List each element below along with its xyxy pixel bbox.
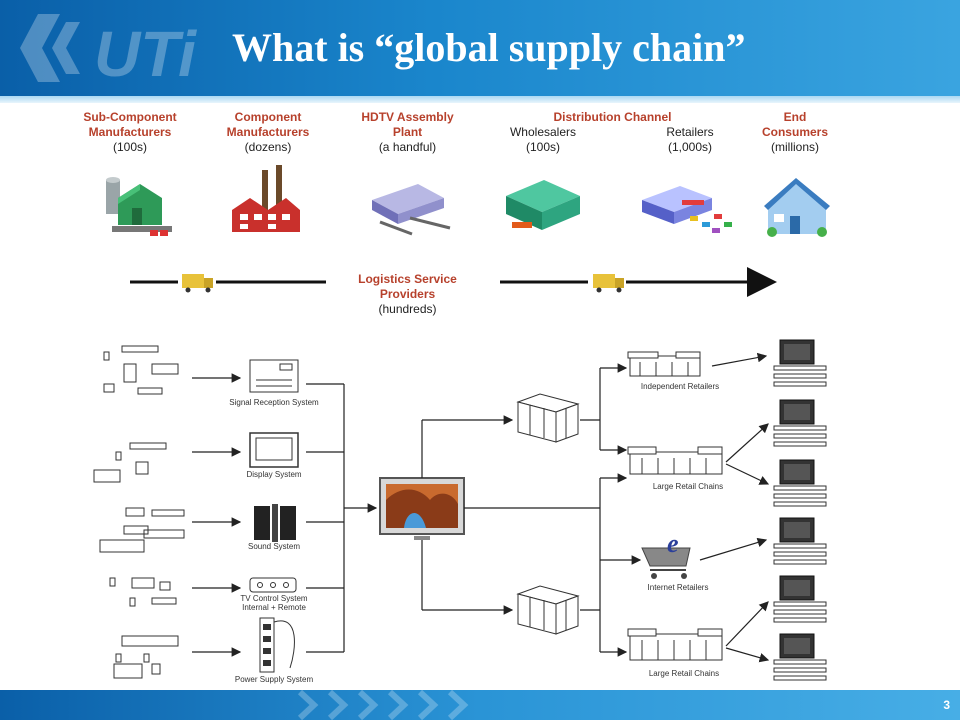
consumer-tv-icon [773, 517, 827, 565]
signal-reception-icon [249, 359, 299, 393]
consumer-tv-icon [773, 459, 827, 507]
stage-heading: Distribution Channel [553, 110, 672, 124]
factory-small-icon [106, 177, 172, 236]
truck-icon [182, 274, 213, 293]
truck-icon [593, 274, 624, 293]
stage-sub: Retailers [666, 125, 714, 139]
stage-heading: Consumers [761, 125, 829, 139]
logistics-label: Logistics Service Providers (hundreds) [345, 272, 470, 317]
factory-large-icon [232, 165, 300, 232]
stage-wholesalers: Wholesalers (100s) [498, 125, 588, 155]
house-icon [764, 178, 830, 237]
stage-heading: Manufacturers [88, 125, 172, 139]
pallet-icon [516, 393, 580, 443]
consumer-lines [699, 352, 770, 663]
stage-count: (100s) [525, 140, 560, 154]
stage-end-consumers: End Consumers (millions) [750, 110, 840, 155]
power-strip-icon [259, 617, 295, 673]
stage-sub-component: Sub-Component Manufacturers (100s) [80, 110, 180, 155]
svg-text:e: e [667, 529, 679, 558]
stage-assembly: HDTV Assembly Plant (a handful) [350, 110, 465, 155]
consumer-tv-icon [773, 339, 827, 387]
uti-logo-icon: UTi [20, 14, 197, 90]
svg-text:UTi: UTi [94, 18, 197, 90]
stage-count: (millions) [771, 140, 819, 154]
internet-retailer-icon: e [641, 529, 691, 579]
display-system-icon [249, 432, 299, 468]
assembly-plant-icon [372, 184, 451, 236]
store-icon [627, 628, 723, 661]
store-icon [627, 446, 723, 475]
logistics-heading: Logistics Service [358, 272, 457, 286]
stage-count: (a handful) [378, 140, 437, 154]
stage-count: (1,000s) [667, 140, 713, 154]
consumer-tv-icon [773, 633, 827, 681]
consumer-tv-icon [773, 575, 827, 623]
header-strip [0, 96, 960, 103]
remote-control-icon [249, 577, 297, 593]
slide-header: UTi What is “global supply chain” [0, 0, 960, 96]
pallet-icon [516, 585, 580, 635]
stage-heading: Component [234, 110, 302, 124]
slide-number: 3 [943, 698, 950, 712]
system-label: Display System [246, 470, 301, 479]
store-icon [627, 351, 701, 377]
stage-sub: Wholesalers [509, 125, 577, 139]
system-label: Signal Reception System [229, 398, 319, 407]
stage-heading: Plant [392, 125, 423, 139]
system-lines [306, 383, 378, 653]
parts-cluster-icon [93, 345, 185, 679]
chevron-pattern-icon [297, 690, 469, 720]
retailer-label: Large Retail Chains [649, 669, 719, 678]
retail-store-icon [642, 186, 732, 233]
stage-retailers: Retailers (1,000s) [645, 125, 735, 155]
hdtv-icon [379, 477, 465, 540]
stage-count: (100s) [112, 140, 147, 154]
stage-component: Component Manufacturers (dozens) [218, 110, 318, 155]
logistics-heading: Providers [379, 287, 436, 301]
system-label: Power Supply System [235, 675, 314, 684]
retailer-label: Large Retail Chains [653, 482, 723, 491]
slide-title: What is “global supply chain” [232, 25, 746, 70]
retailer-label: Independent Retailers [641, 382, 719, 391]
slide-footer: 3 [0, 690, 960, 720]
distribution-lines [421, 415, 600, 615]
system-label: TV Control System [240, 594, 307, 603]
system-label: Sound System [248, 542, 300, 551]
stage-distribution: Distribution Channel [505, 110, 720, 125]
stage-count: (dozens) [244, 140, 292, 154]
retailer-label: Internet Retailers [648, 583, 709, 592]
stage-heading: End [783, 110, 807, 124]
stage-heading: Manufacturers [226, 125, 310, 139]
speaker-icon [254, 504, 296, 542]
stage-heading: Sub-Component [83, 110, 177, 124]
retail-lines [580, 363, 642, 657]
part-arrows [192, 373, 242, 657]
logistics-count: (hundreds) [378, 302, 437, 316]
system-label: Internal + Remote [242, 603, 306, 612]
stage-heading: HDTV Assembly [361, 110, 454, 124]
consumer-tv-icon [773, 399, 827, 447]
warehouse-icon [506, 180, 580, 230]
